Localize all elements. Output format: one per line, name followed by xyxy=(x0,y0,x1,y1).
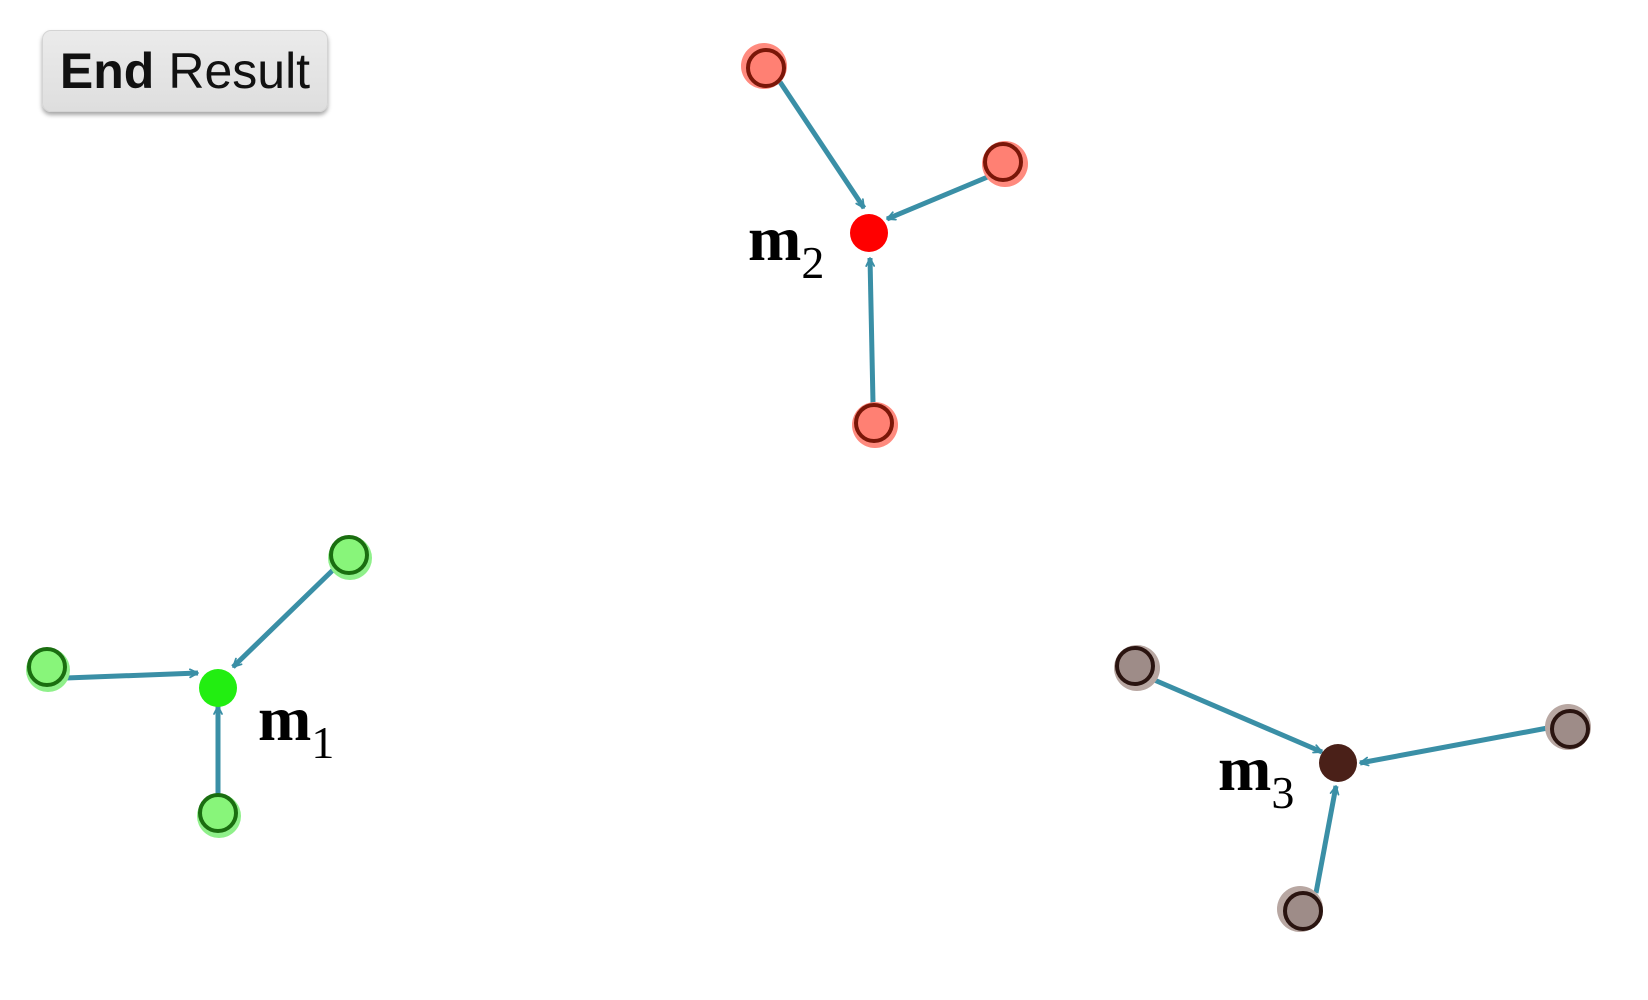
centroid-1 xyxy=(199,669,237,707)
title-bold: End xyxy=(59,43,155,99)
arrow-3a xyxy=(1151,676,1323,755)
data-point-3b xyxy=(1550,709,1590,749)
centroid-1-label: m1 xyxy=(258,683,334,768)
cluster-2: m2 xyxy=(741,43,1028,448)
data-point-1c xyxy=(198,793,238,833)
data-point-2c xyxy=(854,403,894,443)
arrow-1a xyxy=(65,668,199,681)
data-point-3c xyxy=(1283,891,1323,931)
arrow-2b xyxy=(886,173,991,222)
centroid-3 xyxy=(1319,744,1357,782)
arrow-3b xyxy=(1359,724,1554,767)
arrow-1b xyxy=(231,566,337,669)
cluster-3: m3 xyxy=(1114,645,1591,932)
data-point-2b xyxy=(983,142,1023,182)
data-point-1b xyxy=(329,535,369,575)
arrow-2c xyxy=(865,257,876,404)
centroid-2 xyxy=(850,214,888,252)
centroid-3-label: m3 xyxy=(1218,733,1294,818)
data-point-3a xyxy=(1115,646,1155,686)
title-normal: Result xyxy=(168,43,311,99)
cluster-1: m1 xyxy=(26,535,372,838)
arrow-3c xyxy=(1313,785,1340,894)
data-point-1a xyxy=(27,647,67,687)
title-badge: End Result xyxy=(42,30,328,112)
data-point-2a xyxy=(746,48,786,88)
arrow-2a xyxy=(777,80,867,210)
centroid-2-label: m2 xyxy=(748,203,824,288)
